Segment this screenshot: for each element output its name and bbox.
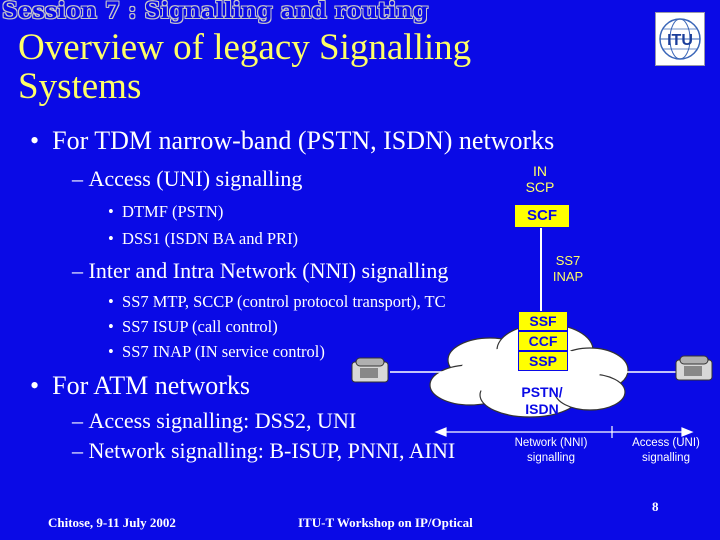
bullet-tdm: • For TDM narrow-band (PSTN, ISDN) netwo… [30, 126, 555, 155]
page-number: 8 [652, 499, 659, 514]
bullet-atm: • For ATM networks [30, 371, 251, 400]
logo-text: ITU [667, 32, 693, 49]
nni-signalling-label: Network (NNI) signalling [514, 437, 588, 464]
ss7-inap-label: SS7 INAP [552, 253, 584, 284]
signalling-arrows [434, 426, 694, 438]
scf-box: SCF [514, 204, 570, 228]
bullet-dtmf: • DTMF (PSTN) [108, 202, 224, 221]
footer-venue: Chitose, 9-11 July 2002 [48, 515, 176, 530]
bullet-dss1: • DSS1 (ISDN BA and PRI) [108, 229, 299, 248]
bullet-ss7-inap: • SS7 INAP (IN service control) [108, 342, 325, 361]
session-title: Session 7 : Signalling and routing [2, 0, 429, 24]
right-phone-icon [675, 355, 713, 381]
page-title-line1: Overview of legacy Signalling [18, 27, 472, 68]
uni-signalling-label: Access (UNI) signalling [632, 437, 700, 464]
bullet-ss7-mtp: • SS7 MTP, SCCP (control protocol transp… [108, 292, 446, 311]
bullet-atm-network: – Network signalling: B-ISUP, PNNI, AINI [72, 438, 456, 463]
ssf-box: SSF [518, 311, 568, 331]
page-title: Overview of legacy Signalling Systems [18, 28, 618, 106]
page-title-line2: Systems [18, 66, 142, 107]
left-phone-icon [351, 357, 389, 383]
bullet-access: – Access (UNI) signalling [72, 166, 303, 191]
bullet-nni: – Inter and Intra Network (NNI) signalli… [72, 258, 449, 283]
in-scp-label: IN SCP [525, 163, 555, 195]
pstn-isdn-label: PSTN/ ISDN [521, 384, 563, 417]
bullet-ss7-isup: • SS7 ISUP (call control) [108, 317, 278, 336]
globe-icon: ITU [659, 18, 701, 60]
ccf-box: CCF [518, 331, 568, 351]
itu-logo: ITU [655, 12, 705, 66]
footer-workshop: ITU-T Workshop on IP/Optical [298, 515, 473, 530]
bullet-atm-access: – Access signalling: DSS2, UNI [72, 408, 357, 433]
pstn-cloud [429, 323, 629, 418]
ssp-box: SSP [518, 351, 568, 371]
